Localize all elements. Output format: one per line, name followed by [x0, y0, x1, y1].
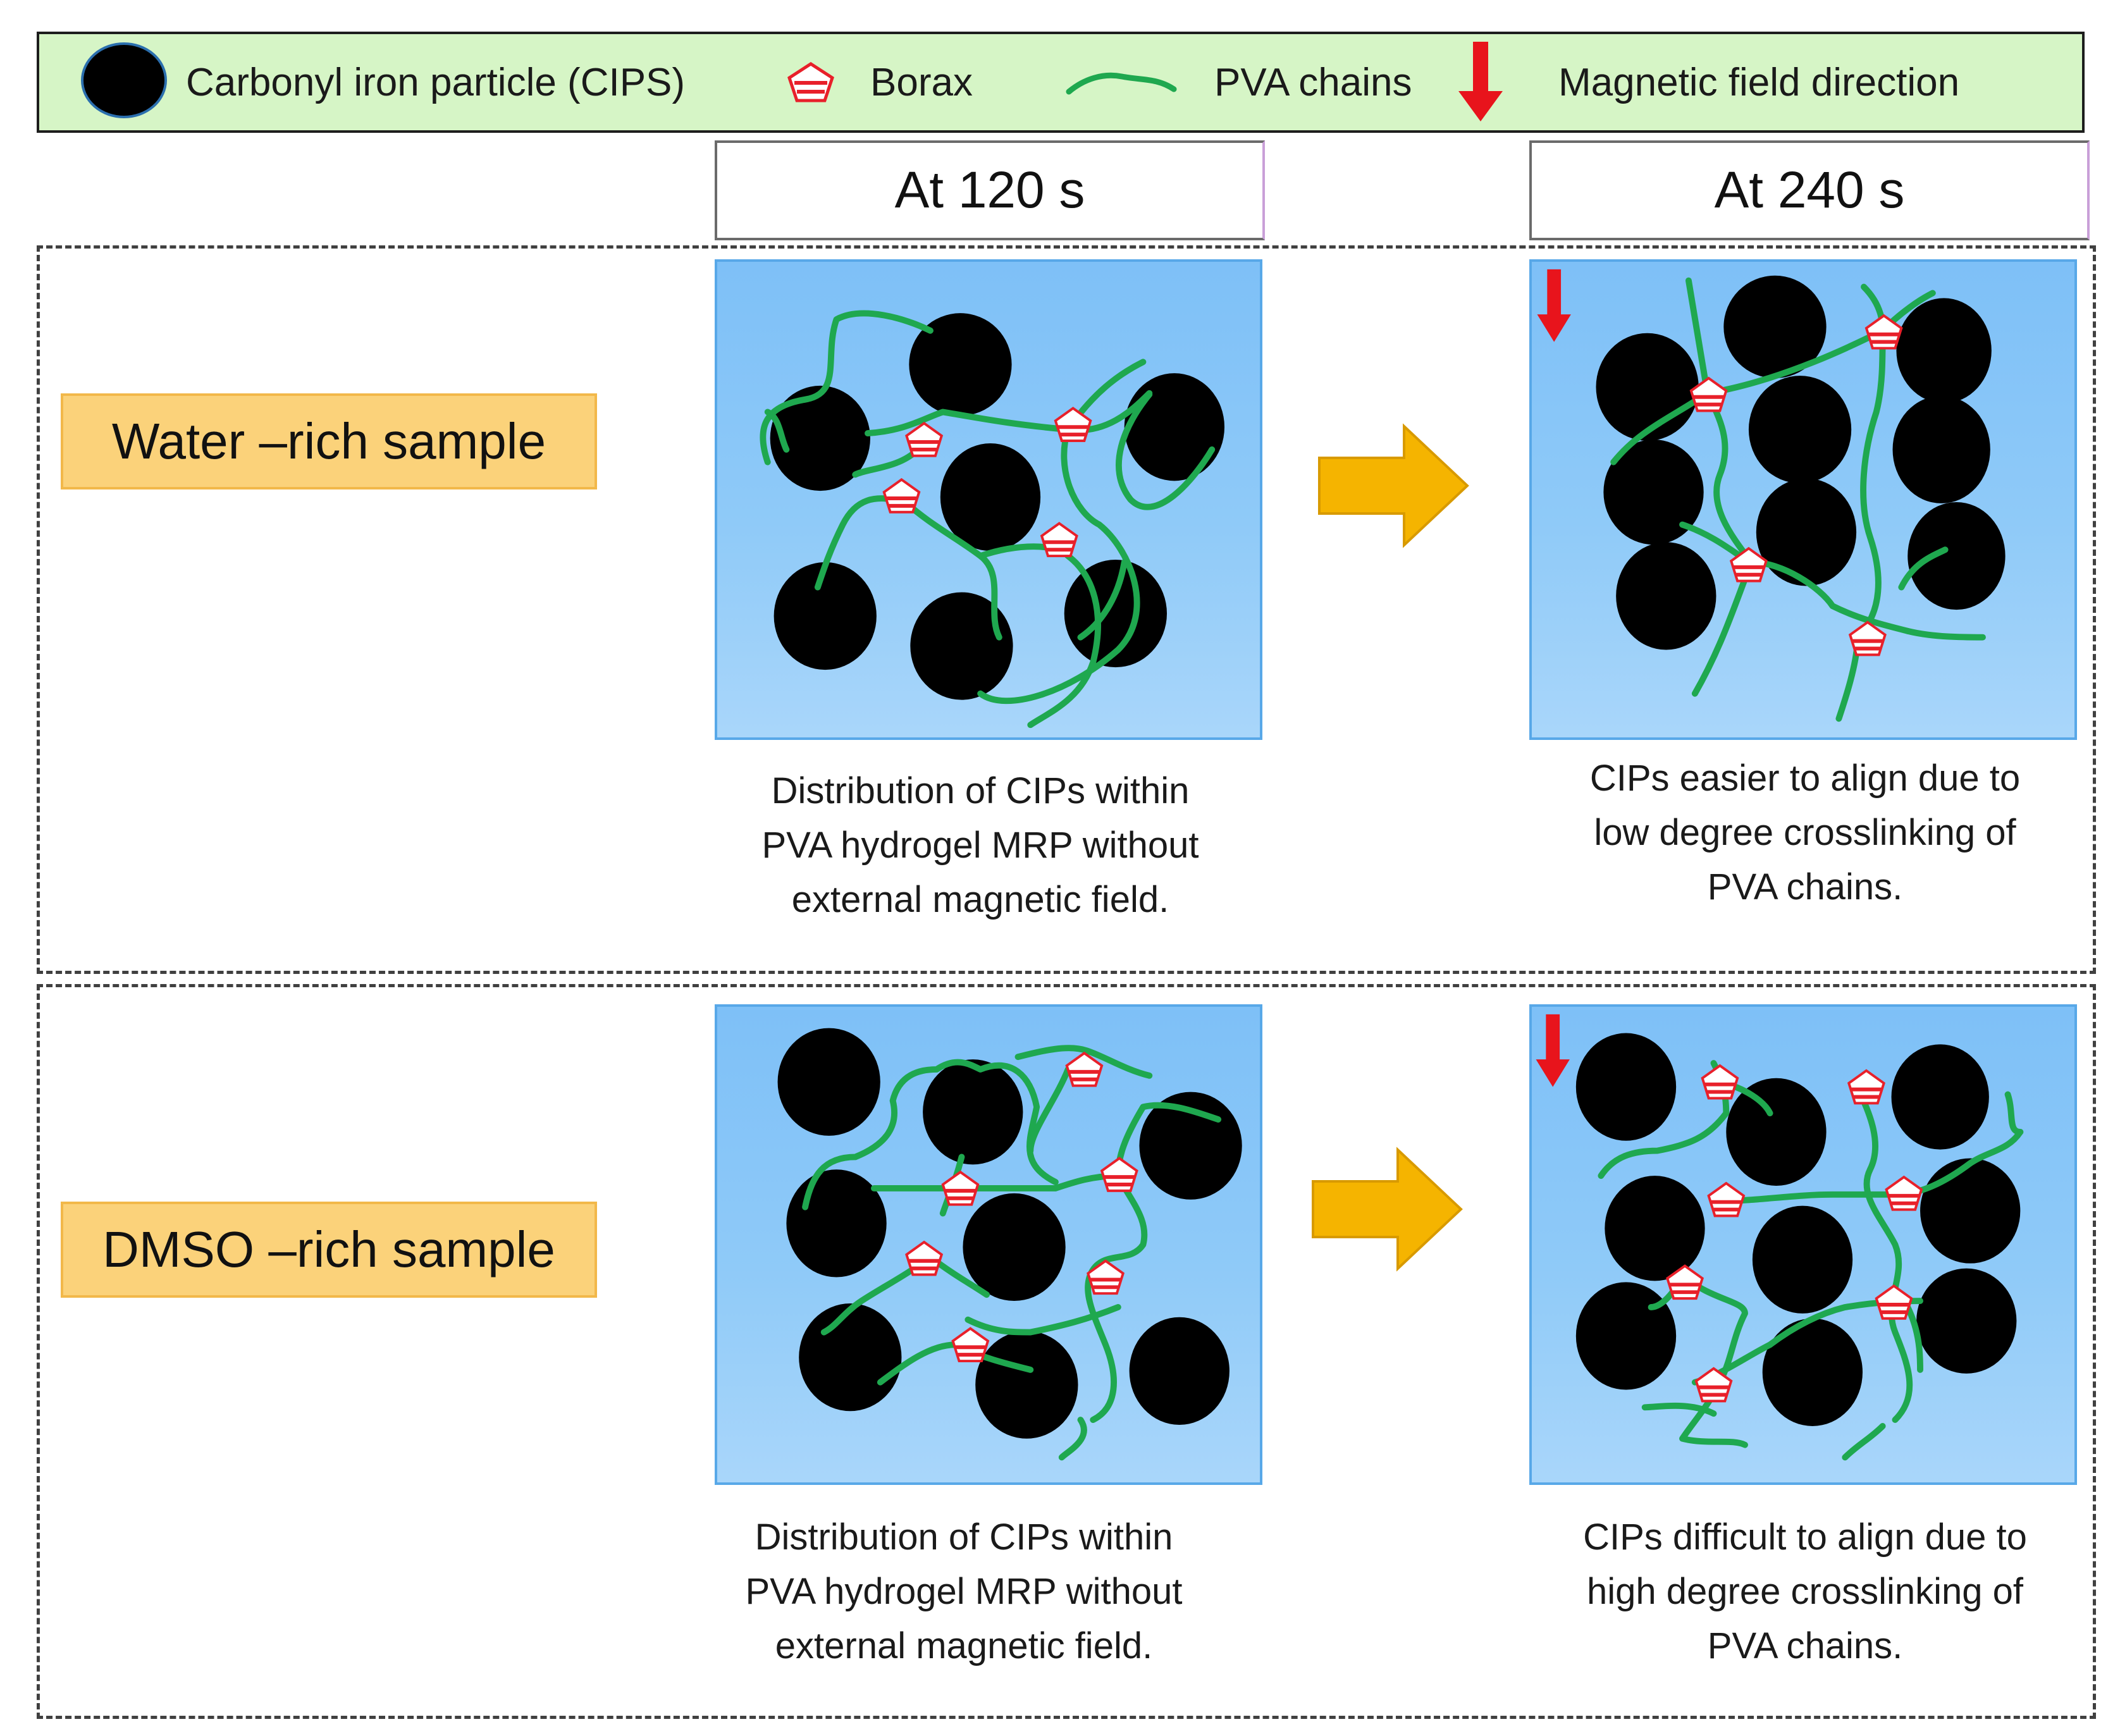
legend-item-field: Magnetic field direction — [1452, 34, 1959, 130]
legend-borax-label: Borax — [870, 60, 973, 104]
water-240s-illustration — [1537, 269, 2006, 722]
dmso-240s-caption: CIPs difficult to align due to high degr… — [1520, 1510, 2090, 1673]
water-240s-panel — [1529, 259, 2077, 740]
caption-line: high degree crosslinking of — [1587, 1571, 2023, 1612]
dmso-240s-illustration — [1536, 1014, 2024, 1461]
legend-item-pva: PVA chains — [1065, 34, 1412, 130]
water-240s-caption: CIPs easier to align due to low degree c… — [1520, 751, 2090, 914]
caption-line: external magnetic field. — [791, 879, 1169, 920]
red-down-arrow-icon — [1537, 269, 1571, 342]
water-120s-panel — [715, 259, 1262, 740]
caption-line: PVA hydrogel MRP without — [761, 825, 1199, 866]
red-down-arrow-icon — [1458, 42, 1503, 121]
water-rich-label: Water –rich sample — [61, 393, 597, 489]
caption-line: PVA chains. — [1707, 1625, 1903, 1666]
red-down-arrow-icon — [1536, 1014, 1570, 1087]
caption-line: Distribution of CIPs within — [771, 770, 1190, 811]
yellow-right-arrow-icon — [1309, 1146, 1467, 1272]
dmso-120s-caption: Distribution of CIPs within PVA hydrogel… — [679, 1510, 1248, 1673]
dmso-120s-illustration — [777, 1028, 1242, 1461]
dmso-rich-label: DMSO –rich sample — [61, 1202, 597, 1298]
caption-line: PVA hydrogel MRP without — [745, 1571, 1183, 1612]
legend-field-label: Magnetic field direction — [1558, 60, 1960, 104]
caption-line: CIPs easier to align due to — [1589, 758, 2021, 799]
caption-line: external magnetic field. — [775, 1625, 1153, 1666]
caption-line: Distribution of CIPs within — [755, 1517, 1173, 1558]
legend-item-borax: Borax — [786, 34, 973, 130]
green-wavy-line-icon — [1066, 72, 1177, 95]
black-circle-icon — [81, 42, 167, 118]
dmso-240s-panel — [1529, 1004, 2077, 1485]
red-pentagon-icon — [787, 62, 834, 102]
legend-item-cips: Carbonyl iron particle (CIPS) — [80, 34, 685, 130]
legend-box: Carbonyl iron particle (CIPS) Borax PVA … — [37, 32, 2085, 133]
water-120s-illustration — [760, 310, 1225, 729]
legend-cips-label: Carbonyl iron particle (CIPS) — [186, 60, 686, 104]
legend-pva-label: PVA chains — [1214, 60, 1412, 104]
caption-line: CIPs difficult to align due to — [1583, 1517, 2027, 1558]
caption-line: low degree crosslinking of — [1594, 812, 2016, 853]
header-120s: At 120 s — [715, 140, 1265, 240]
water-120s-caption: Distribution of CIPs within PVA hydrogel… — [696, 764, 1265, 927]
dmso-120s-panel — [715, 1004, 1262, 1485]
yellow-right-arrow-icon — [1316, 422, 1474, 549]
dmso-section — [37, 984, 2096, 1719]
header-240s: At 240 s — [1529, 140, 2090, 240]
water-section — [37, 245, 2096, 974]
caption-line: PVA chains. — [1707, 866, 1903, 908]
